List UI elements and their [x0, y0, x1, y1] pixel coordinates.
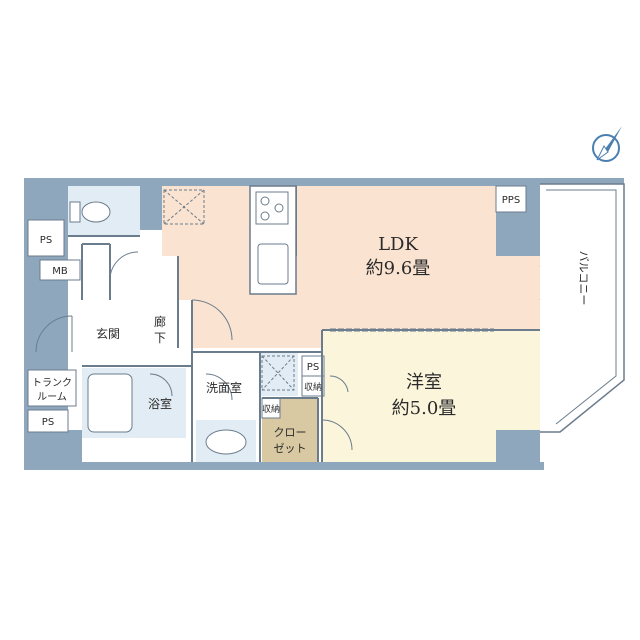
storage-label-2: 収納 — [304, 381, 322, 393]
burner-icon — [260, 211, 270, 221]
washer-cross-a — [261, 355, 295, 391]
ps-box-top — [27, 219, 65, 257]
burner-icon — [274, 203, 284, 213]
ps-label-center: PS — [307, 362, 319, 373]
western-room-right-strip — [496, 330, 540, 430]
wall-pillar-top-mid — [140, 178, 162, 230]
balcony-label: バルコニー — [577, 251, 590, 306]
bathtub-icon — [87, 373, 133, 433]
washer-cross-b — [261, 355, 295, 391]
pps-box — [495, 185, 527, 213]
ps-box-bottom — [27, 409, 69, 433]
trunk-room-box — [27, 369, 77, 407]
western-room-name: 洋室 — [406, 372, 442, 393]
western-room-size: 約5.0畳 — [392, 398, 457, 419]
storage-label-1: 収納 — [262, 403, 280, 415]
ps-label-top: PS — [40, 235, 52, 246]
balcony-edge-top — [540, 178, 624, 184]
toilet-tank-icon — [69, 201, 81, 223]
burner-icon — [260, 196, 270, 206]
fridge-cross-b — [163, 189, 205, 225]
trunk-room-label-1: トランク — [32, 377, 72, 389]
ps-label-bottom: PS — [42, 417, 54, 428]
washbasin-icon — [205, 429, 247, 455]
storage-box-2 — [301, 375, 325, 397]
hallway-label-1: 廊 — [154, 314, 166, 329]
closet-label-2: ゼット — [274, 442, 307, 455]
washing-machine-space-icon — [261, 355, 295, 391]
ldk-area — [162, 186, 540, 348]
pps-label: PPS — [502, 195, 520, 206]
wall-pillar-right-bottom — [496, 430, 540, 470]
wall-pillar-left-bottom — [24, 430, 82, 470]
laundry-area — [260, 352, 298, 396]
north-arrow-icon — [592, 126, 622, 162]
closet-label-1: クロー — [274, 426, 307, 439]
outer-wall-top — [24, 178, 624, 186]
western-room-area — [322, 330, 496, 462]
toilet-bowl-icon — [81, 201, 111, 223]
outer-wall-bottom — [24, 462, 544, 470]
washroom-label: 洗面室 — [206, 380, 242, 395]
bathroom-label: 浴室 — [148, 396, 172, 411]
entrance-label: 玄関 — [96, 326, 120, 341]
kitchen-sink-icon — [257, 243, 289, 285]
hallway-label-2: 下 — [154, 331, 166, 345]
ldk-name: LDK — [378, 234, 418, 255]
balcony-outline — [540, 183, 625, 433]
balcony-inner-line — [546, 189, 617, 425]
ldk-size: 約9.6畳 — [366, 258, 431, 279]
trunk-room-label-2: ルーム — [37, 391, 67, 403]
mb-label: MB — [52, 266, 68, 277]
mb-box — [39, 259, 81, 281]
